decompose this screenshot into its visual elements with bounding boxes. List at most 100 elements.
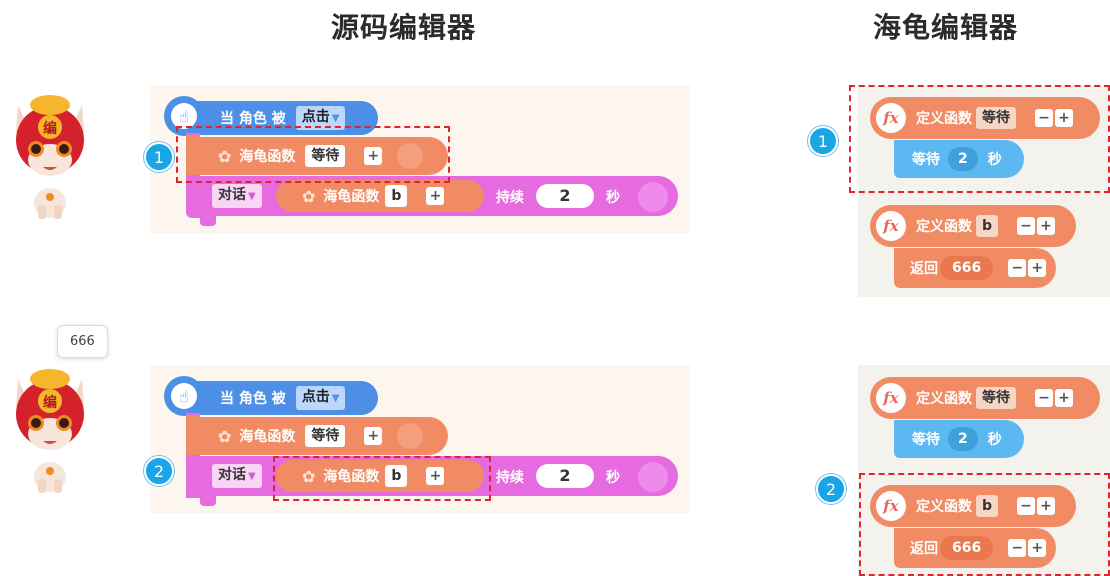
add-arg-button[interactable]: +: [364, 147, 383, 165]
sprite-cat-top[interactable]: 编: [10, 85, 90, 220]
say-func-label: 海龟函数: [323, 189, 380, 205]
call-block[interactable]: ✿ 海龟函数 等待 +: [186, 137, 448, 175]
add-param-button[interactable]: +: [1037, 497, 1056, 515]
say-dropdown[interactable]: 对话▼: [212, 464, 262, 488]
step-badge-2: 2: [144, 456, 174, 486]
event-label: 当 角色 被: [220, 391, 286, 407]
wait-value[interactable]: 2: [948, 147, 978, 171]
define-wait-label: 定义函数: [916, 391, 972, 407]
add-param-button[interactable]: +: [1055, 109, 1073, 127]
remove-param-button[interactable]: −: [1035, 389, 1053, 407]
event-option: 点击: [301, 109, 330, 125]
add-arg-button[interactable]: +: [364, 427, 383, 445]
duration-unit: 秒: [606, 190, 620, 206]
say-dropdown[interactable]: 对话▼: [212, 184, 262, 208]
call-arg[interactable]: 等待: [305, 145, 346, 167]
duration-input[interactable]: 2: [536, 464, 594, 488]
sprite-cat-bottom[interactable]: 编: [10, 365, 90, 500]
define-b-block[interactable]: fx 定义函数 b − +: [870, 205, 1076, 247]
duration-label: 持续: [496, 190, 524, 206]
call-arg[interactable]: 等待: [305, 425, 346, 447]
define-b-block[interactable]: fx 定义函数 b − +: [870, 485, 1076, 527]
highlight-call-block: [176, 126, 450, 183]
remove-param-button[interactable]: −: [1017, 497, 1036, 515]
duration-label: 持续: [496, 470, 524, 486]
return-block[interactable]: 返回 666 − +: [894, 528, 1056, 568]
speech-bubble: 666: [57, 325, 108, 358]
remove-value-button[interactable]: −: [1008, 539, 1027, 557]
fx-icon: fx: [876, 383, 906, 413]
define-wait-name[interactable]: 等待: [976, 107, 1016, 129]
define-b-label: 定义函数: [916, 219, 972, 235]
python-icon: ✿: [218, 146, 232, 166]
duration-unit: 秒: [606, 470, 620, 486]
stack-bottom-tab: [200, 494, 216, 506]
add-arg-button[interactable]: +: [426, 187, 445, 205]
event-label: 当 角色 被: [220, 111, 286, 127]
highlight-say-func: [273, 456, 491, 501]
highlight-define-wait: [849, 85, 1110, 193]
say-func-arg[interactable]: b: [385, 465, 408, 487]
wait-label: 等待: [912, 432, 940, 448]
event-hat[interactable]: ☝: [164, 96, 204, 136]
add-param-button[interactable]: +: [1055, 389, 1073, 407]
add-value-button[interactable]: +: [1028, 539, 1047, 557]
add-arg-button[interactable]: +: [426, 467, 445, 485]
source-editor-heading: 源码编辑器: [331, 11, 477, 44]
wait-unit: 秒: [987, 152, 1002, 168]
hand-pointer-icon: ☝: [171, 103, 197, 129]
remove-param-button[interactable]: −: [1017, 217, 1036, 235]
shirt-icon: [638, 182, 668, 212]
say-label: 对话: [218, 187, 246, 203]
event-hat[interactable]: ☝: [164, 376, 204, 416]
step-badge-1: 1: [144, 142, 174, 172]
return-value[interactable]: 666: [940, 536, 994, 560]
define-wait-block[interactable]: fx 定义函数 等待 − +: [870, 377, 1100, 419]
return-label: 返回: [910, 261, 938, 277]
python-icon: ✿: [218, 426, 232, 446]
remove-param-button[interactable]: −: [1035, 109, 1053, 127]
define-wait-name[interactable]: 等待: [976, 387, 1016, 409]
call-label: 海龟函数: [239, 429, 296, 445]
fx-icon: fx: [876, 211, 906, 241]
wait-unit: 秒: [987, 432, 1002, 448]
define-b-name[interactable]: b: [976, 215, 999, 237]
svg-text:编: 编: [43, 120, 57, 137]
wait-label: 等待: [912, 152, 940, 168]
wait-block[interactable]: 等待 2 秒: [894, 420, 1024, 458]
say-func-arg[interactable]: b: [385, 185, 408, 207]
svg-text:编: 编: [43, 394, 57, 411]
call-block[interactable]: ✿ 海龟函数 等待 +: [186, 417, 448, 455]
add-param-button[interactable]: +: [1037, 217, 1056, 235]
define-wait-label: 定义函数: [916, 111, 972, 127]
say-label: 对话: [218, 467, 246, 483]
wait-block[interactable]: 等待 2 秒: [894, 140, 1024, 178]
fx-icon: fx: [876, 103, 906, 133]
python-icon: ✿: [302, 186, 316, 206]
turtle-editor-heading: 海龟编辑器: [873, 11, 1019, 44]
call-label: 海龟函数: [239, 149, 296, 165]
return-value[interactable]: 666: [940, 256, 994, 280]
hand-pointer-icon: ☝: [171, 383, 197, 409]
define-wait-block[interactable]: fx 定义函数 等待 − +: [870, 97, 1100, 139]
remove-value-button[interactable]: −: [1008, 259, 1027, 277]
return-block[interactable]: 返回 666 − +: [894, 248, 1056, 288]
event-option-dropdown[interactable]: 点击▼: [295, 386, 346, 410]
say-func-label: 海龟函数: [323, 469, 380, 485]
python-icon: ✿: [302, 466, 316, 486]
highlight-define-b: [859, 473, 1110, 576]
define-b-name[interactable]: b: [976, 495, 999, 517]
define-b-label: 定义函数: [916, 499, 972, 515]
return-label: 返回: [910, 541, 938, 557]
shirt-icon: [638, 462, 668, 492]
step-badge-2: 2: [816, 474, 846, 504]
duration-input[interactable]: 2: [536, 184, 594, 208]
python-badge-icon: [397, 423, 424, 449]
say-func-block[interactable]: ✿ 海龟函数 b +: [276, 460, 484, 492]
event-option: 点击: [301, 389, 330, 405]
step-badge-1: 1: [808, 126, 838, 156]
say-func-block[interactable]: ✿ 海龟函数 b +: [276, 180, 484, 212]
wait-value[interactable]: 2: [948, 427, 978, 451]
add-value-button[interactable]: +: [1028, 259, 1047, 277]
python-badge-icon: [397, 143, 424, 169]
